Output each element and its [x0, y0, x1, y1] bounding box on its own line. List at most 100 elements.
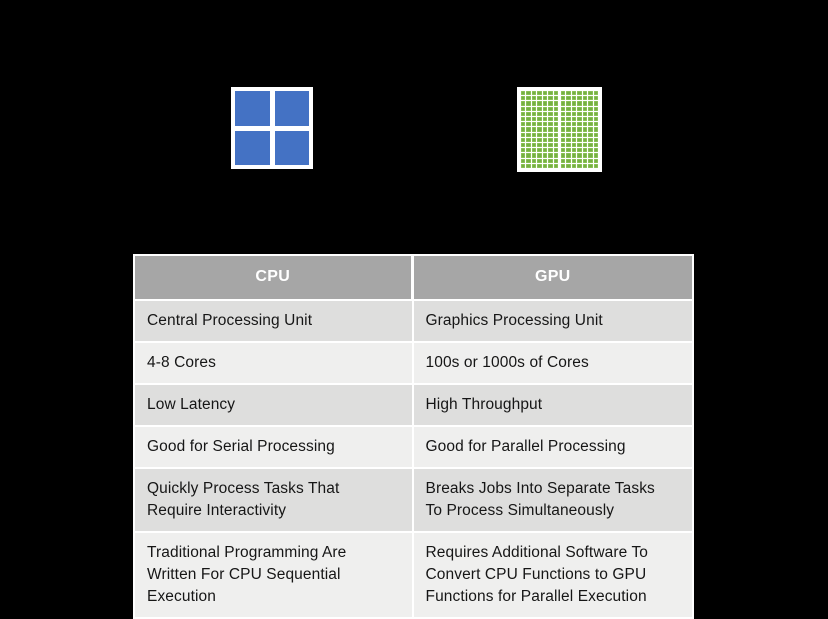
gpu-core	[548, 142, 553, 148]
cell-gpu: Requires Additional Software To Convert …	[413, 531, 692, 617]
gpu-core	[521, 163, 526, 168]
gpu-core	[553, 158, 558, 163]
gpu-core	[537, 101, 542, 106]
gpu-core	[537, 153, 542, 158]
table-row: Good for Serial Processing Good for Para…	[135, 425, 692, 467]
gpu-core	[588, 116, 593, 122]
gpu-core	[566, 122, 571, 127]
gpu-core	[542, 158, 548, 163]
cell-gpu: Graphics Processing Unit	[413, 299, 692, 341]
gpu-core	[588, 91, 593, 96]
gpu-core	[526, 96, 531, 101]
gpu-core	[593, 96, 598, 101]
cell-text: Central Processing Unit	[147, 312, 313, 329]
gpu-core	[566, 142, 571, 148]
gpu-core	[548, 137, 553, 142]
gpu-core	[588, 111, 593, 116]
gpu-core	[521, 116, 526, 122]
gpu-core	[588, 163, 593, 168]
gpu-core	[593, 127, 598, 132]
gpu-core	[542, 148, 548, 153]
cpu-core	[274, 91, 309, 126]
gpu-core	[582, 153, 588, 158]
cell-cpu: Traditional Programming Are Written For …	[135, 531, 414, 617]
gpu-core	[577, 111, 582, 116]
gpu-core	[553, 148, 558, 153]
cell-text: Good for Parallel Processing	[425, 438, 626, 455]
gpu-core	[582, 116, 588, 122]
gpu-core	[531, 91, 537, 96]
gpu-core	[593, 111, 598, 116]
gpu-core	[561, 111, 566, 116]
gpu-core	[566, 96, 571, 101]
gpu-core	[577, 127, 582, 132]
gpu-core	[521, 96, 526, 101]
table-header-row: CPU GPU	[135, 256, 692, 299]
gpu-core	[588, 122, 593, 127]
gpu-core	[566, 148, 571, 153]
cell-text: 100s or 1000s of Cores	[425, 354, 589, 371]
gpu-core	[526, 148, 531, 153]
gpu-core	[553, 101, 558, 106]
gpu-core	[548, 153, 553, 158]
gpu-core	[537, 158, 542, 163]
gpu-core	[548, 122, 553, 127]
gpu-core	[577, 101, 582, 106]
gpu-core	[593, 163, 598, 168]
cell-cpu: 4-8 Cores	[135, 341, 414, 383]
icons-row	[0, 0, 828, 240]
gpu-core	[566, 91, 571, 96]
gpu-core	[521, 132, 526, 137]
gpu-core	[548, 148, 553, 153]
column-header-gpu: GPU	[413, 256, 692, 299]
gpu-core	[577, 132, 582, 137]
gpu-core	[571, 122, 577, 127]
gpu-core	[588, 96, 593, 101]
gpu-core	[521, 153, 526, 158]
gpu-core	[542, 91, 548, 96]
gpu-core	[571, 142, 577, 148]
gpu-core	[537, 106, 542, 111]
gpu-core	[521, 91, 526, 96]
gpu-core	[553, 127, 558, 132]
gpu-core	[526, 101, 531, 106]
gpu-core	[531, 132, 537, 137]
gpu-core	[593, 91, 598, 96]
gpu-core	[566, 127, 571, 132]
gpu-core	[526, 116, 531, 122]
gpu-core	[593, 153, 598, 158]
gpu-core	[566, 106, 571, 111]
gpu-core	[582, 106, 588, 111]
gpu-core	[582, 148, 588, 153]
gpu-core	[531, 142, 537, 148]
gpu-core	[553, 111, 558, 116]
gpu-core	[542, 132, 548, 137]
gpu-core	[561, 132, 566, 137]
gpu-core	[582, 137, 588, 142]
gpu-core	[542, 111, 548, 116]
gpu-core	[577, 122, 582, 127]
gpu-core	[531, 101, 537, 106]
cpu-icon	[231, 87, 313, 169]
gpu-core	[571, 163, 577, 168]
gpu-core	[521, 148, 526, 153]
gpu-core	[526, 106, 531, 111]
gpu-core	[526, 111, 531, 116]
cell-text: 4-8 Cores	[147, 354, 216, 371]
gpu-core-block	[521, 91, 558, 168]
gpu-core	[566, 132, 571, 137]
gpu-core	[542, 122, 548, 127]
gpu-core	[593, 106, 598, 111]
gpu-core	[537, 111, 542, 116]
gpu-core	[537, 132, 542, 137]
gpu-core	[593, 116, 598, 122]
gpu-core	[561, 96, 566, 101]
gpu-core	[593, 148, 598, 153]
gpu-core	[548, 91, 553, 96]
gpu-core	[561, 116, 566, 122]
gpu-core	[531, 116, 537, 122]
gpu-core	[566, 116, 571, 122]
gpu-core	[542, 153, 548, 158]
gpu-core	[582, 142, 588, 148]
gpu-core	[582, 111, 588, 116]
